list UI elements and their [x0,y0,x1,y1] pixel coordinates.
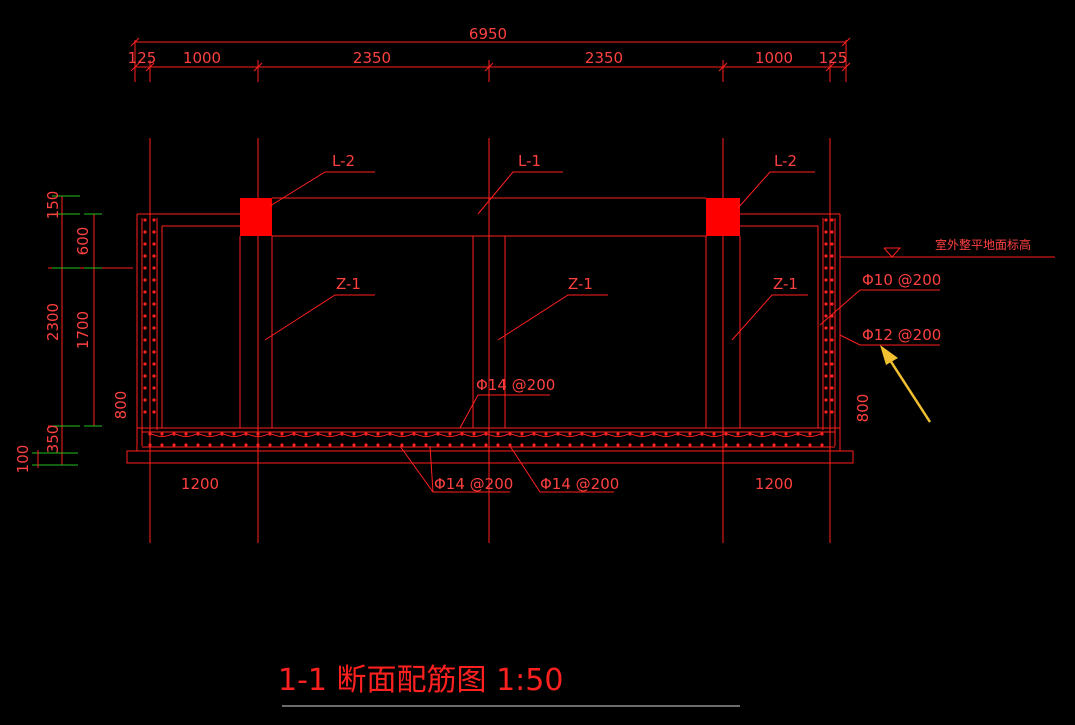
dim-seg-3: 2350 [353,49,391,67]
rebar-label-wall-outer: Φ10 @200 [862,271,941,289]
dim-overall: 6950 [469,25,507,43]
rebar-label-slab-bottom-left: Φ14 @200 [434,475,513,493]
dim-right-800: 800 [854,394,872,423]
dim-left-150: 150 [44,191,62,220]
beam-l2-left [240,198,272,236]
dim-seg-1: 125 [128,49,157,67]
rebar-dots [141,218,836,448]
annotation-arrow [880,345,932,423]
dim-left-350: 350 [44,425,62,454]
dim-left-1700: 1700 [74,311,92,349]
dim-bottom-1200-left: 1200 [181,475,219,493]
column-label-z1-middle: Z-1 [568,275,593,293]
dim-bottom-1200-right: 1200 [755,475,793,493]
beam-label-l2-left: L-2 [332,152,355,170]
rebar-label-slab-bottom-right: Φ14 @200 [540,475,619,493]
ground-level-label: 室外整平地面标高 [935,237,1031,252]
rebar-label-wall-inner: Φ12 @200 [862,326,941,344]
dim-left-100: 100 [14,445,32,474]
dim-seg-4: 2350 [585,49,623,67]
beam-l2-right [706,198,740,236]
top-dimension-chain: 6950 125 1000 2350 2350 1000 125 [128,25,851,82]
dim-left-600: 600 [74,227,92,256]
dim-seg-6: 125 [819,49,848,67]
dim-seg-5: 1000 [755,49,793,67]
column-label-z1-left: Z-1 [336,275,361,293]
drawing-title: 1-1 断面配筋图 1:50 [278,663,563,698]
left-dimension-chain: 150 600 2300 1700 800 350 100 [14,191,133,474]
leader-lines [264,171,1055,493]
dim-left-800: 800 [112,391,130,420]
dim-seg-2: 1000 [183,49,221,67]
beam-label-l1: L-1 [518,152,541,170]
structure-outline [126,197,854,464]
rebar-label-slab-top: Φ14 @200 [476,376,555,394]
beam-label-l2-right: L-2 [774,152,797,170]
dim-left-2300: 2300 [44,303,62,341]
column-label-z1-right: Z-1 [773,275,798,293]
